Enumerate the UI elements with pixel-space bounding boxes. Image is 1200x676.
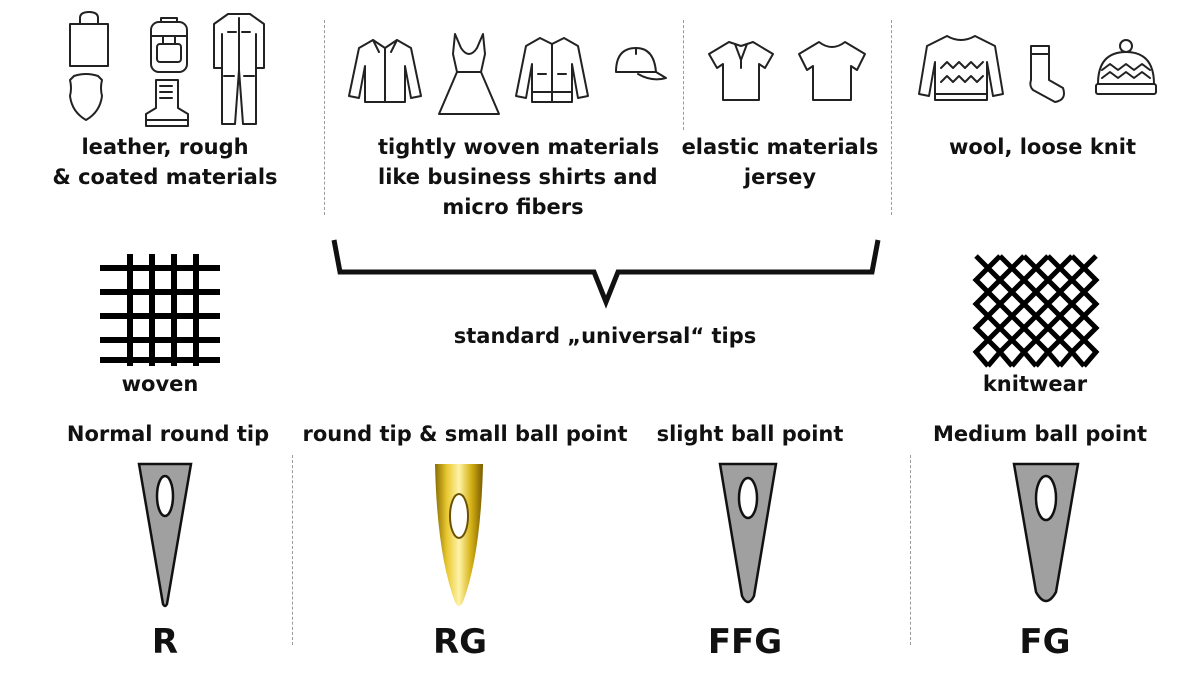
tip-code-FG: FG [1019, 622, 1071, 662]
jacket-icon [515, 37, 589, 103]
separator-bottom-2 [910, 455, 911, 645]
sweater-icon [918, 35, 1004, 101]
category-line: leather, rough [81, 135, 249, 159]
shirt-icon [348, 39, 422, 103]
needle-FG [1012, 462, 1080, 603]
brace [331, 239, 881, 309]
fabric-label-woven: woven [121, 372, 199, 396]
bag-icon [69, 11, 109, 67]
tip-name-FG: Medium ball point [932, 422, 1148, 446]
category-line: tightly woven materials [378, 135, 660, 159]
category-line: micro fibers [442, 195, 584, 219]
knitwear-icon [972, 254, 1100, 368]
category-line: jersey [743, 165, 817, 189]
boot-icon [145, 79, 189, 127]
category-line: & coated materials [52, 165, 278, 189]
category-label-tight: tightly woven materials like business sh… [378, 132, 660, 222]
needle-FFG [718, 462, 778, 604]
tip-code-FFG: FFG [707, 622, 783, 662]
tip-code-RG: RG [432, 622, 488, 662]
category-line: elastic materials [681, 135, 879, 159]
tip-name-FFG: slight ball point [656, 422, 844, 446]
separator-top-1 [324, 20, 325, 215]
badge-icon [69, 73, 103, 121]
tip-name-RG: round tip & small ball point [302, 422, 628, 446]
brace-label: standard „universal“ tips [453, 324, 757, 348]
separator-top-2 [683, 20, 684, 130]
polo-shirt-icon [708, 41, 774, 101]
t-shirt-icon [798, 41, 866, 101]
fabric-label-knitwear: knitwear [982, 372, 1088, 396]
needle-R [137, 462, 193, 608]
tip-name-R: Normal round tip [66, 422, 270, 446]
category-label-wool: wool, loose knit [935, 132, 1150, 162]
category-label-leather: leather, rough & coated materials [40, 132, 290, 192]
tip-code-R: R [151, 622, 179, 662]
sock-icon [1029, 45, 1065, 103]
dress-icon [438, 33, 500, 115]
overalls-icon [213, 13, 265, 125]
category-line: wool, loose knit [948, 135, 1136, 159]
woven-grid-icon [100, 254, 220, 366]
separator-bottom-1 [292, 455, 293, 645]
needle-RG [435, 464, 483, 606]
category-line: like business shirts and [378, 165, 658, 189]
cap-icon [615, 47, 667, 81]
category-label-elastic: elastic materials jersey [680, 132, 880, 192]
separator-top-3 [891, 20, 892, 215]
beanie-icon [1095, 39, 1157, 95]
backpack-icon [150, 17, 188, 73]
